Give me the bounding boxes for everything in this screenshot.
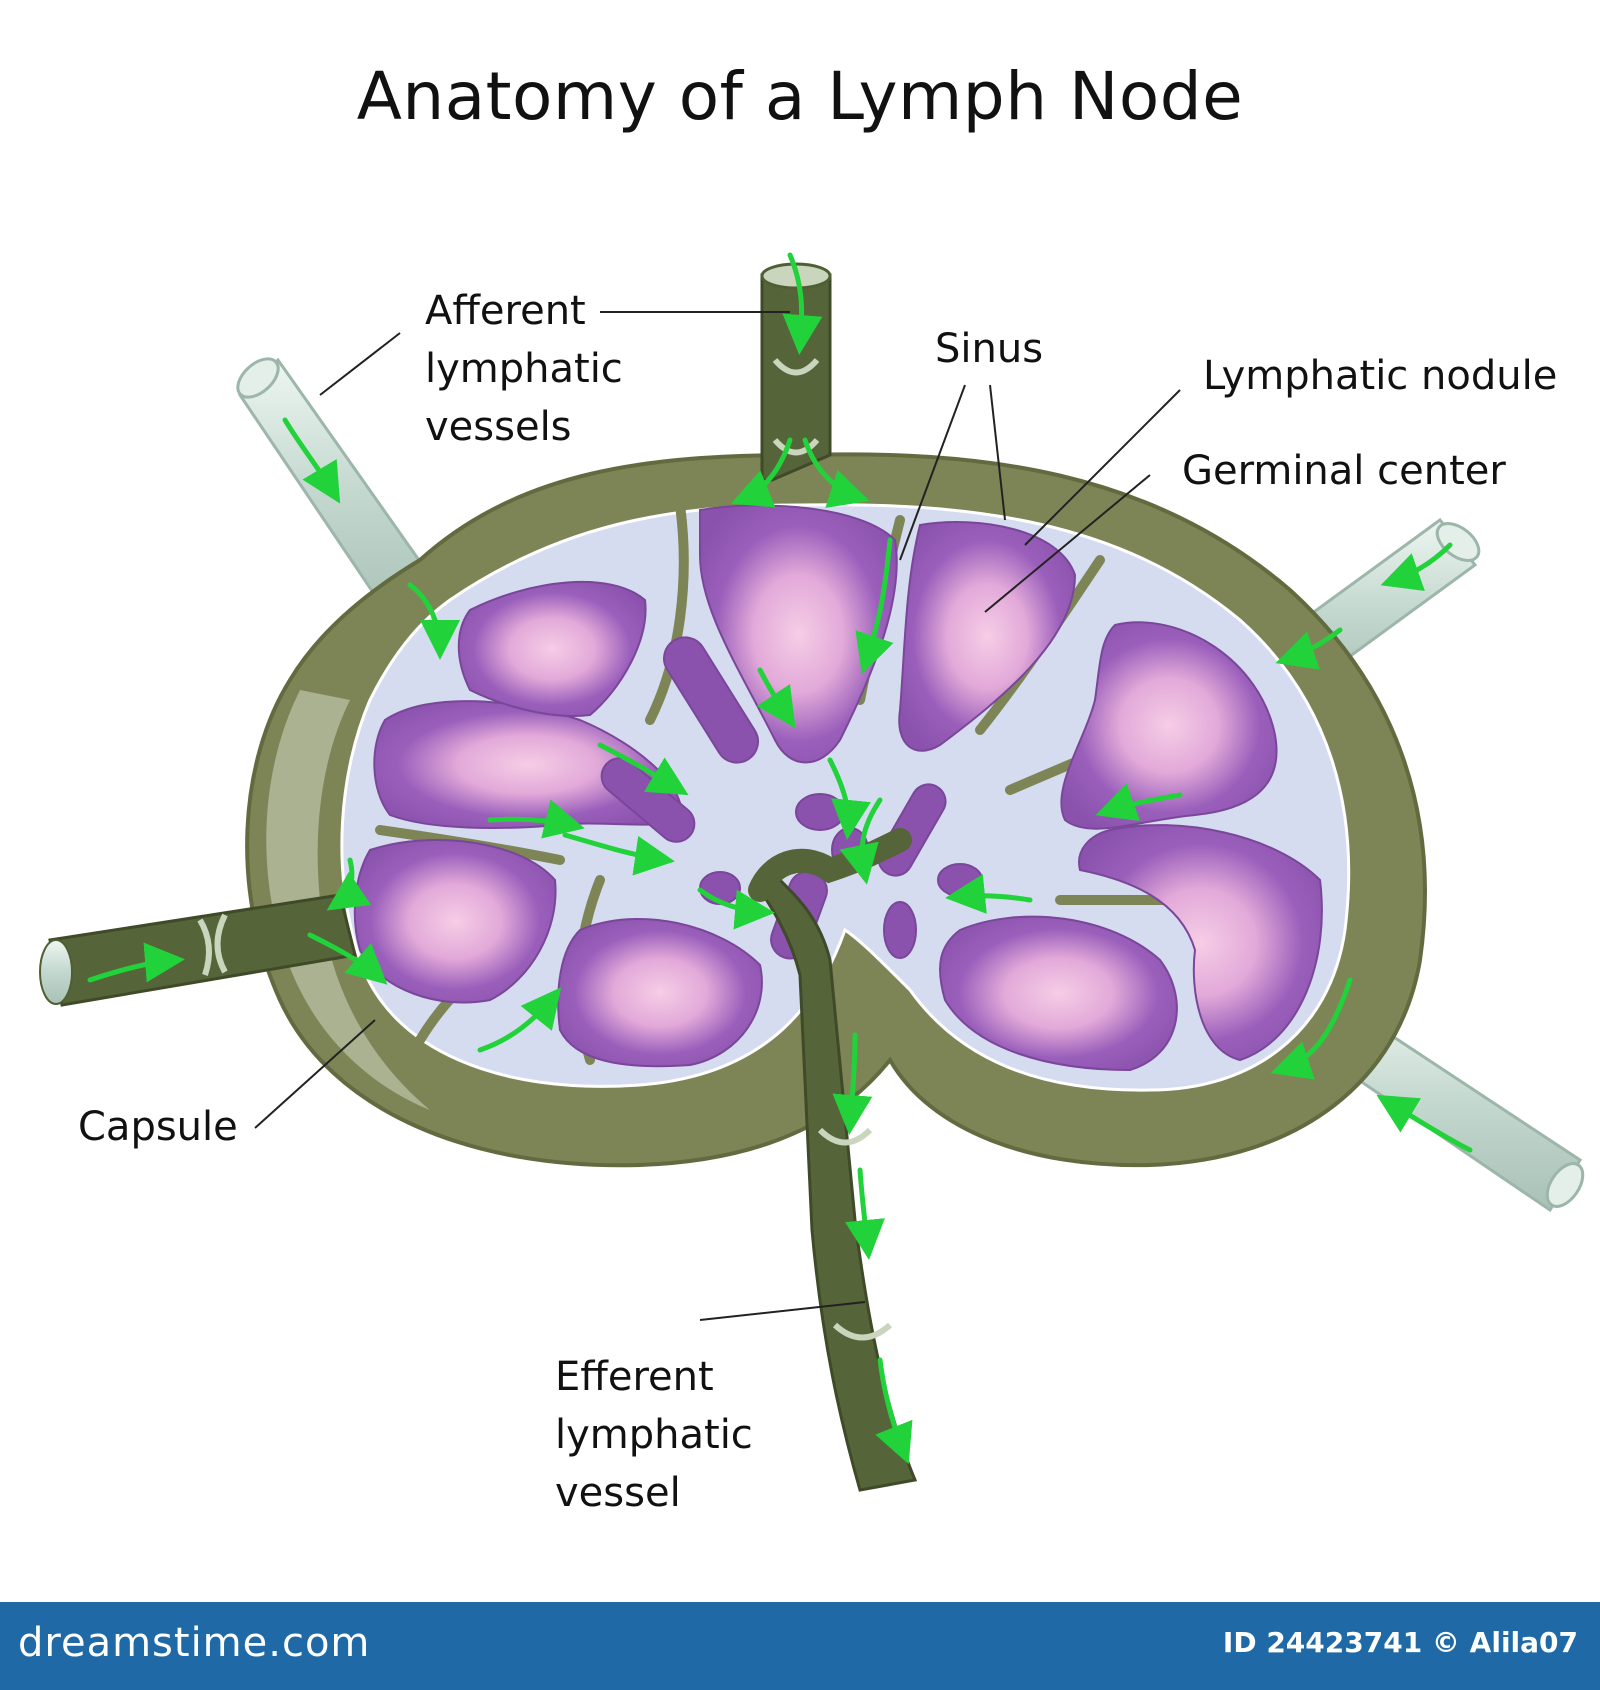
leader-lines bbox=[254, 311, 1181, 1321]
lymphatic-nodules bbox=[353, 504, 1323, 1072]
leader-capsule bbox=[254, 1019, 376, 1129]
label-afferent-line-2: lymphatic bbox=[425, 346, 623, 392]
label-afferent-lymphatic-vessels: Afferent lymphatic vessels bbox=[425, 282, 623, 456]
label-afferent-line-3: vessels bbox=[425, 404, 572, 450]
leader-germinal-center bbox=[984, 474, 1151, 613]
label-sinus: Sinus bbox=[935, 326, 1044, 372]
lymphatic-nodule bbox=[457, 580, 647, 717]
leader-sinus-2 bbox=[989, 384, 1006, 521]
leader-efferent bbox=[699, 1301, 866, 1321]
label-efferent-lymphatic-vessel: Efferent lymphatic vessel bbox=[555, 1348, 753, 1522]
afferent-vessel-top bbox=[760, 273, 832, 482]
leader-sinus-1 bbox=[899, 384, 966, 561]
flow-arrows bbox=[87, 252, 1473, 1465]
capsule-highlight bbox=[266, 690, 430, 1110]
lymphatic-nodule bbox=[898, 521, 1077, 752]
label-efferent-line-1: Efferent bbox=[555, 1354, 714, 1400]
label-capsule: Capsule bbox=[78, 1104, 238, 1150]
label-germinal-center: Germinal center bbox=[1182, 448, 1506, 494]
leader-lymphatic-nodule bbox=[1024, 389, 1181, 546]
label-efferent-line-2: lymphatic bbox=[555, 1412, 753, 1458]
leader-afferent-left bbox=[319, 332, 401, 396]
lymphatic-nodule bbox=[353, 839, 557, 1004]
lymphatic-nodule bbox=[939, 915, 1178, 1072]
diagram-title: Anatomy of a Lymph Node bbox=[356, 58, 1244, 135]
footer-brand[interactable]: dreamstime.com bbox=[18, 1620, 371, 1666]
footer-bar: dreamstime.com ID 24423741 © Alila07 bbox=[0, 1602, 1600, 1690]
lymphatic-nodule bbox=[1078, 824, 1323, 1062]
label-afferent-line-1: Afferent bbox=[425, 288, 586, 334]
footer-credit: ID 24423741 © Alila07 bbox=[1222, 1626, 1578, 1659]
label-efferent-line-3: vessel bbox=[555, 1470, 681, 1516]
efferent-vessel bbox=[748, 828, 918, 1492]
label-lymphatic-nodule: Lymphatic nodule bbox=[1203, 353, 1558, 399]
lymphatic-nodule bbox=[1060, 621, 1278, 830]
lymphatic-nodule bbox=[699, 504, 898, 764]
